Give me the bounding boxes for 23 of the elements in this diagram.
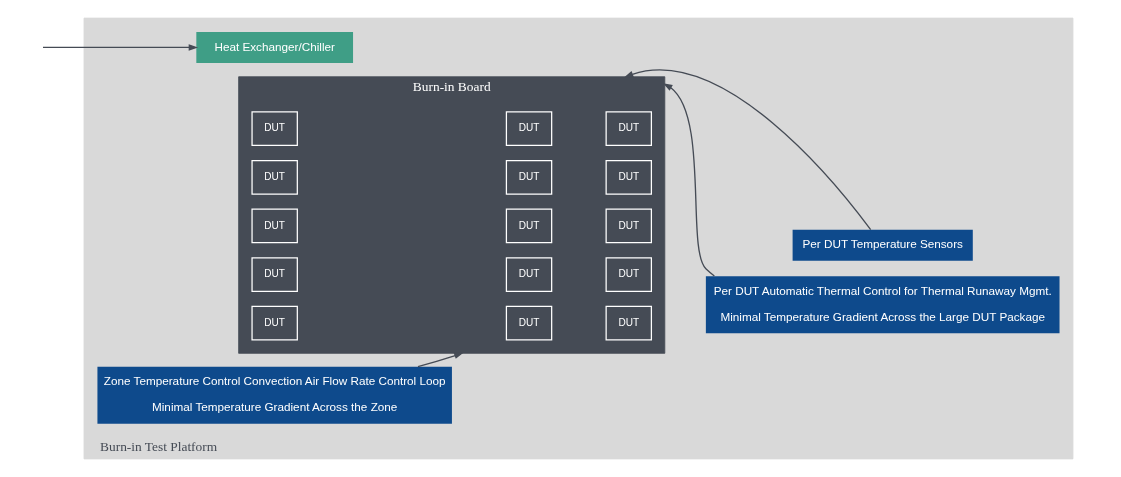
node-box: DUT: [605, 208, 652, 244]
node-box: Per DUT Automatic Thermal Control for Thermal Runaway Mgmt. Minimal Temperature Gradient Across the Large DUT Package: [705, 276, 1060, 334]
node-box: DUT: [605, 111, 652, 147]
node-box: DUT: [605, 305, 652, 341]
node-box: Heat Exchanger/Chiller: [195, 31, 353, 63]
node-box: DUT: [505, 257, 552, 292]
node-box: DUT: [605, 159, 652, 195]
arrow: [623, 69, 871, 231]
node-box: DUT: [505, 159, 552, 195]
node-box: DUT: [250, 159, 298, 195]
node-box: DUT: [505, 111, 552, 147]
node-box: DUT: [250, 305, 298, 341]
arrow: [41, 44, 198, 51]
node-box: Per DUT Temperature Sensors: [792, 229, 973, 261]
node-box: DUT: [250, 208, 298, 244]
node-box: Zone Temperature Control Convection Air Flow Rate Control Loop Minimal Temperature Gradient Across the Zone: [96, 366, 452, 424]
arrow: [416, 352, 464, 368]
node-box: DUT: [505, 305, 552, 341]
node-box: DUT: [250, 257, 298, 292]
arrow: [662, 83, 715, 277]
node-box: DUT: [605, 257, 652, 292]
node-box: DUT: [250, 111, 298, 147]
node-box: DUT: [505, 208, 552, 244]
